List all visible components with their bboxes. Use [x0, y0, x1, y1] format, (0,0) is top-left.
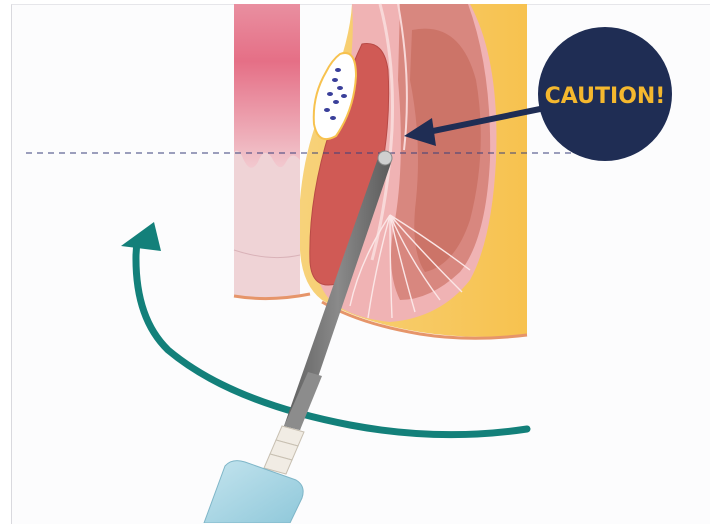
caution-label: CAUTION!: [545, 84, 666, 109]
caution-callout: CAUTION!: [538, 27, 672, 161]
left-tissue-block: [234, 4, 310, 299]
syringe-nozzle: [264, 426, 304, 474]
